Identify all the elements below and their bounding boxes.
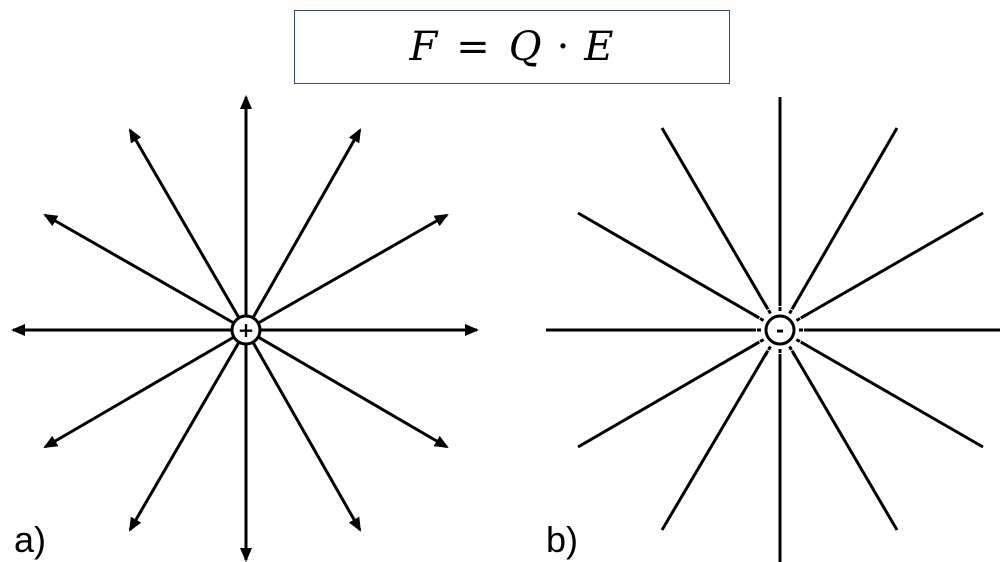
formula-charge: Q bbox=[508, 24, 543, 70]
field-arrow-out-2 bbox=[244, 128, 362, 331]
inward-tick-12 bbox=[794, 313, 807, 323]
panel-a-label: a) bbox=[14, 519, 46, 560]
inward-tick-9 bbox=[763, 303, 773, 316]
field-arrow-out-11 bbox=[43, 213, 247, 332]
field-arrow-out-12 bbox=[128, 128, 248, 331]
formula-force: F bbox=[409, 24, 439, 70]
negative-charge-circle bbox=[764, 314, 796, 346]
negative-charge-panel: - b) bbox=[546, 97, 1000, 562]
positive-charge-sign: + bbox=[238, 318, 255, 342]
outward-field-lines bbox=[11, 95, 479, 562]
inward-tick-3 bbox=[787, 344, 797, 357]
inward-tick-8 bbox=[753, 313, 766, 323]
inward-tick-6 bbox=[753, 337, 766, 347]
positive-charge-panel: + a) bbox=[11, 95, 479, 562]
inward-field-lines bbox=[546, 97, 1000, 562]
field-line-in-9 bbox=[577, 328, 781, 449]
field-line-in-12 bbox=[660, 127, 782, 331]
field-arrow-out-6 bbox=[244, 329, 362, 532]
field-arrow-out-3 bbox=[245, 213, 449, 332]
inward-tick-5 bbox=[763, 344, 773, 357]
field-arrow-out-8 bbox=[128, 329, 248, 532]
panel-b-label: b) bbox=[546, 519, 578, 560]
formula-equals: = bbox=[456, 24, 491, 70]
field-arrow-out-9 bbox=[43, 328, 247, 449]
formula-dot: · bbox=[556, 24, 571, 70]
field-line-in-2 bbox=[778, 127, 899, 331]
field-line-in-5 bbox=[779, 328, 984, 449]
formula-field: E bbox=[584, 24, 615, 70]
negative-charge-sign: - bbox=[776, 318, 784, 342]
field-line-in-11 bbox=[577, 211, 781, 332]
formula-box: F = Q · E bbox=[294, 10, 730, 84]
field-line-in-6 bbox=[778, 329, 899, 531]
inward-tick-2 bbox=[794, 337, 807, 347]
field-line-in-8 bbox=[660, 329, 782, 531]
field-line-in-3 bbox=[779, 211, 984, 332]
inward-arrow-ticks bbox=[750, 300, 810, 360]
inward-tick-11 bbox=[787, 303, 797, 316]
positive-charge-circle bbox=[230, 314, 262, 346]
field-arrow-out-5 bbox=[245, 328, 449, 449]
